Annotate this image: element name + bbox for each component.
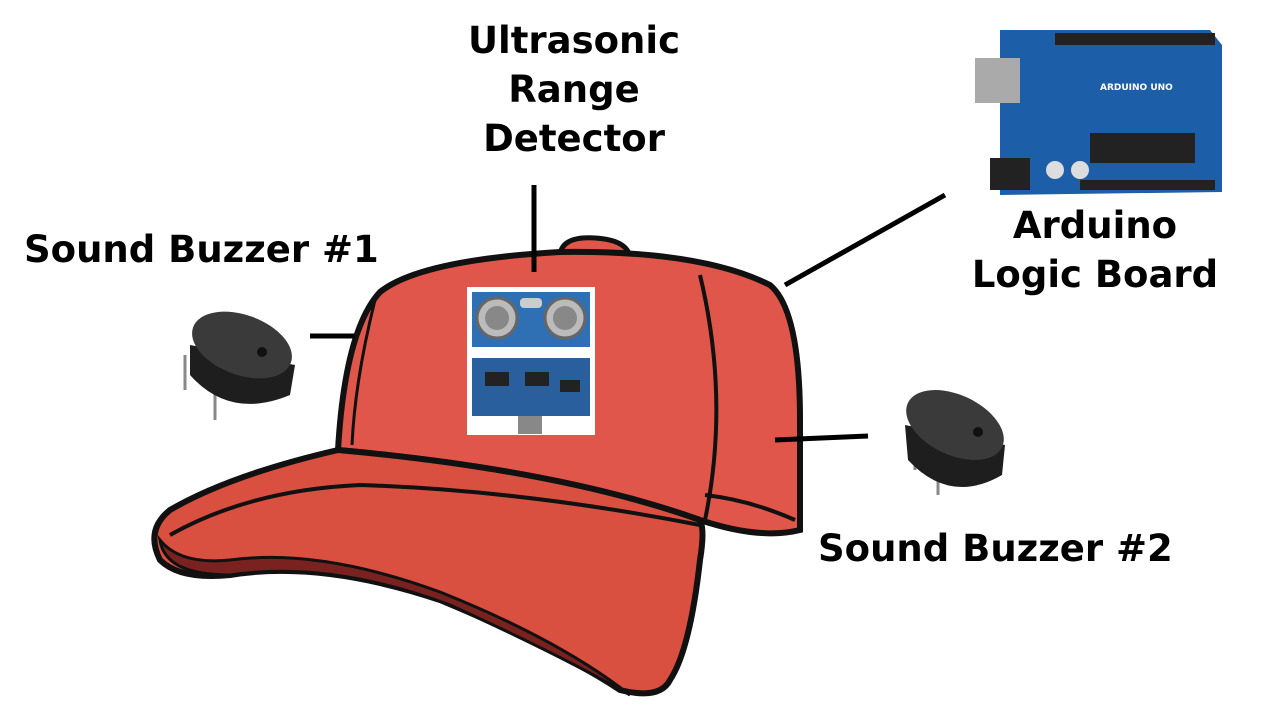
label-line: Arduino — [1012, 204, 1178, 247]
leader-line-buzzer-2 — [774, 433, 869, 443]
buzzer-1-image — [183, 311, 295, 420]
leader-line-arduino — [783, 192, 947, 288]
label-buzzer-2: Sound Buzzer #2 — [818, 527, 1173, 570]
arduino-board-image: ARDUINO UNO — [975, 30, 1222, 195]
label-line: Detector — [483, 117, 665, 160]
buzzer-2-image — [905, 390, 1005, 495]
label-buzzer-1: Sound Buzzer #1 — [24, 228, 379, 271]
label-ultrasonic: Ultrasonic Range Detector — [424, 16, 724, 163]
label-line: Logic Board — [971, 253, 1219, 296]
label-line: Ultrasonic — [467, 19, 681, 62]
baseball-cap — [151, 235, 803, 697]
ultrasonic-sensor-image — [467, 287, 595, 435]
board-logo-text: ARDUINO UNO — [1100, 83, 1173, 93]
label-line: Range — [508, 68, 640, 111]
brim-underside — [157, 534, 631, 697]
label-arduino: Arduino Logic Board — [945, 201, 1245, 299]
